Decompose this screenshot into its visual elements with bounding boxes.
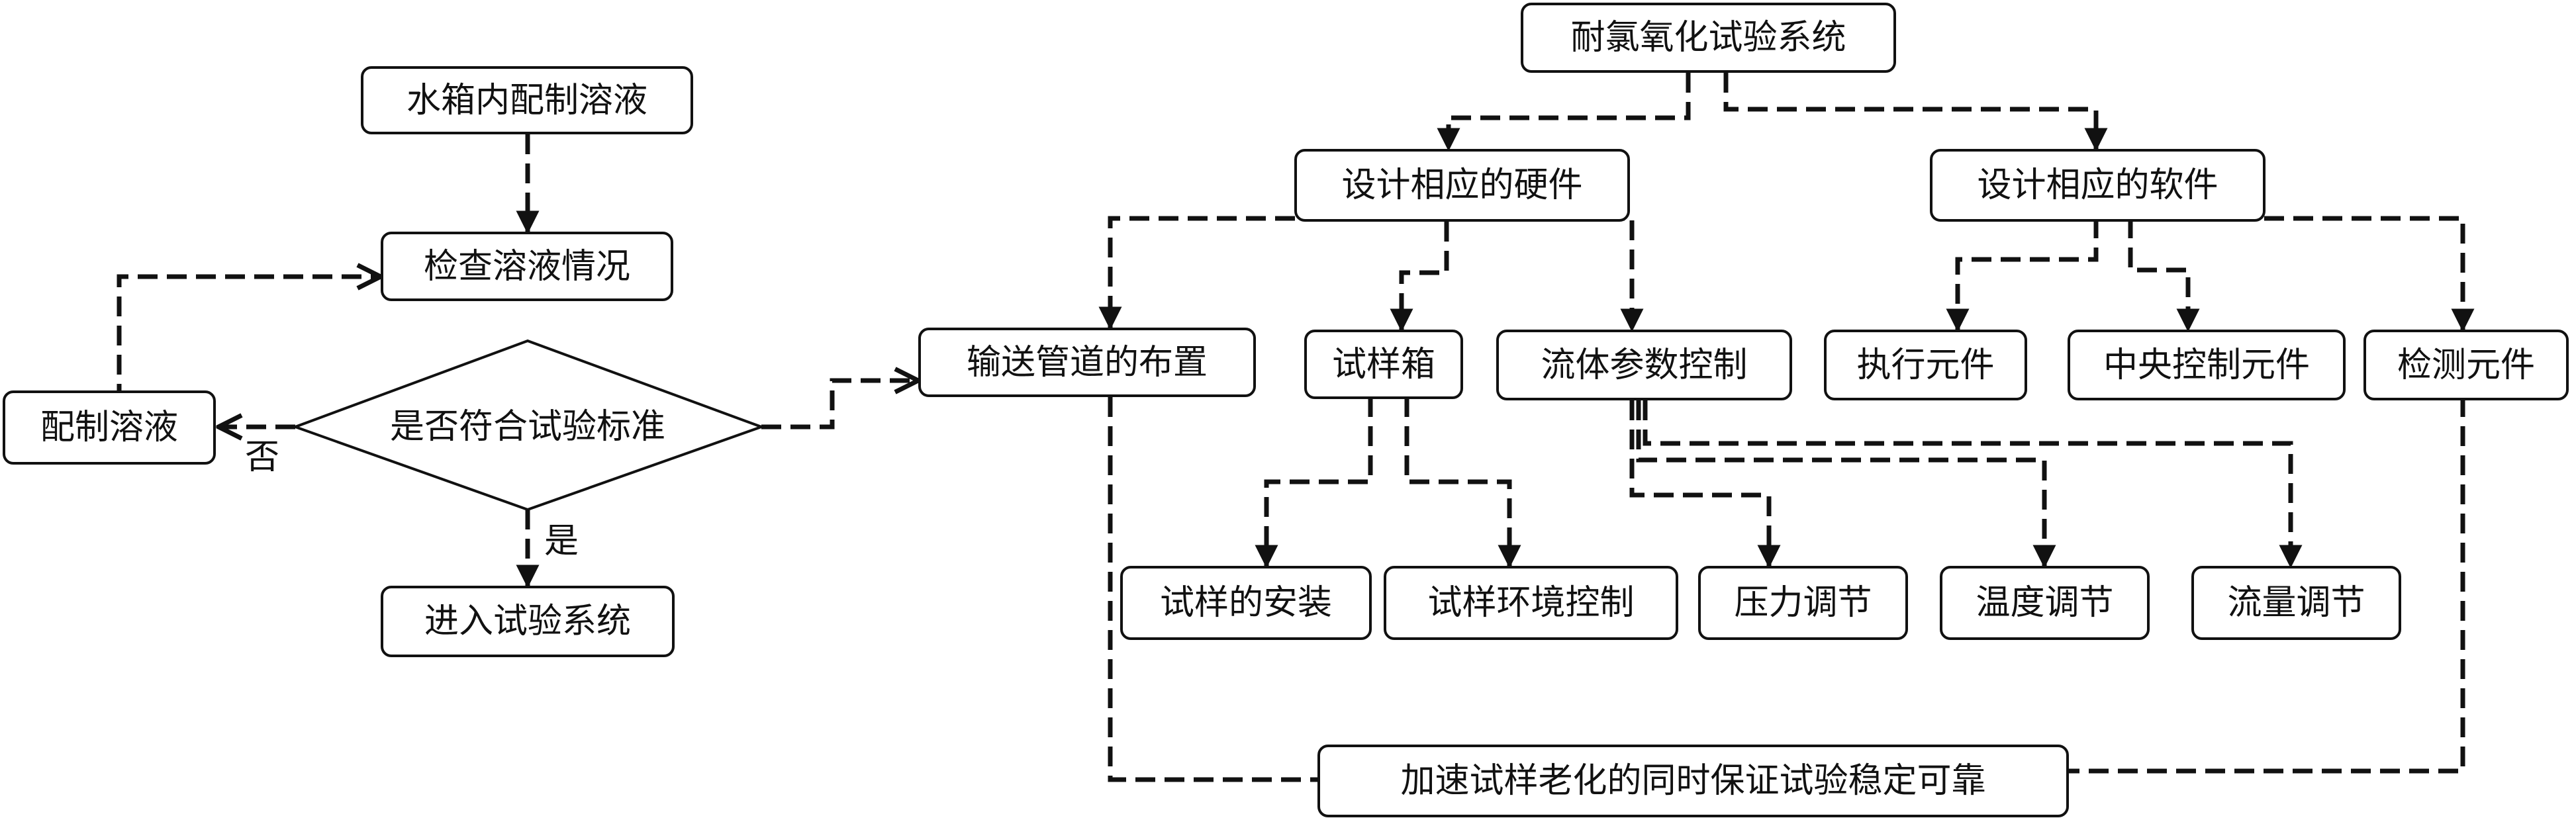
edge-root-to-hardware [1437, 73, 1691, 152]
edge-decision-to-pipeline [761, 381, 918, 430]
edge-hardware-to-specimen-box [1390, 222, 1449, 332]
edge-specimen-box-to-env [1404, 397, 1521, 568]
specimen-env-control-node: 试样环境控制 [1384, 566, 1678, 640]
pipeline-layout-node: 输送管道的布置 [918, 328, 1256, 397]
detection-node: 检测元件 [2363, 330, 2569, 400]
edge-hardware-to-fluid-control [1576, 216, 1644, 332]
edge-root-to-software [1723, 73, 2108, 152]
root-node: 耐氯氧化试验系统 [1521, 3, 1896, 73]
actuator-node: 执行元件 [1824, 330, 2027, 400]
edge-software-to-central [2128, 218, 2200, 332]
central-control-node: 中央控制元件 [2068, 330, 2346, 400]
edge-software-to-actuator [1946, 218, 2099, 332]
edge-software-to-detection [2264, 216, 2475, 332]
edge-hardware-to-pipeline [1098, 216, 1324, 330]
decision-diamond [291, 339, 765, 512]
temperature-regulation-node: 温度调节 [1940, 566, 2150, 640]
fluid-control-node: 流体参数控制 [1496, 330, 1792, 400]
edge-pipeline-to-goal [1108, 397, 1317, 782]
edge-fluid-to-pressure [1629, 400, 1781, 568]
no-label: 否 [245, 437, 280, 477]
enter-test-system-node: 进入试验系统 [381, 586, 675, 657]
prepare-solution-node: 配制溶液 [3, 390, 216, 465]
edge-prepare-loop-to-check [117, 277, 381, 404]
check-solution-node: 检查溶液情况 [381, 232, 673, 301]
hardware-node: 设计相应的硬件 [1294, 149, 1630, 222]
pressure-regulation-node: 压力调节 [1698, 566, 1908, 640]
edge-specimen-box-to-install [1255, 397, 1373, 568]
edge-detection-to-goal [2069, 397, 2465, 774]
yes-label: 是 [544, 522, 579, 561]
software-node: 设计相应的软件 [1930, 149, 2266, 222]
specimen-box-node: 试样箱 [1304, 330, 1463, 399]
edge-fluid-to-flow [1643, 400, 2303, 568]
specimen-install-node: 试样的安装 [1120, 566, 1372, 640]
prepare-solution-in-tank-node: 水箱内配制溶液 [361, 66, 693, 134]
edge-fluid-to-temperature [1636, 400, 2056, 568]
decision-label: 是否符合试验标准 [389, 407, 666, 447]
flow-regulation-node: 流量调节 [2191, 566, 2401, 640]
goal-node: 加速试样老化的同时保证试验稳定可靠 [1317, 745, 2069, 817]
